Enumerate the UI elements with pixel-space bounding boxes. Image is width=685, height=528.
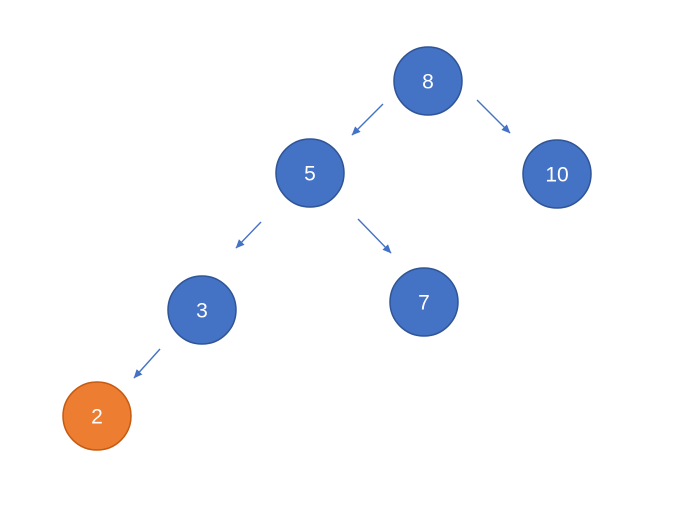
tree-node-5[interactable]: 5: [275, 138, 345, 208]
edge-arrow-8-5: [351, 103, 384, 136]
edge-arrow-5-7: [357, 218, 392, 254]
node-5-label: 5: [304, 163, 316, 186]
tree-node-8[interactable]: 8: [393, 46, 463, 116]
edge-arrow-8-10: [476, 99, 511, 134]
node-7-label: 7: [418, 292, 430, 315]
node-3-label: 3: [196, 300, 208, 323]
node-10-circle[interactable]: [522, 139, 592, 209]
node-5-circle[interactable]: [275, 138, 345, 208]
node-8-circle[interactable]: [393, 46, 463, 116]
tree-node-7[interactable]: 7: [389, 267, 459, 337]
node-2-circle[interactable]: [62, 381, 132, 451]
node-10-label: 10: [545, 164, 568, 187]
tree-node-3[interactable]: 3: [167, 275, 237, 345]
node-7-circle[interactable]: [389, 267, 459, 337]
edge-arrow-5-3: [235, 221, 262, 249]
tree-node-2[interactable]: 2: [62, 381, 132, 451]
edge-arrow-3-2: [133, 348, 161, 379]
node-3-circle[interactable]: [167, 275, 237, 345]
tree-node-10[interactable]: 10: [522, 139, 592, 209]
node-2-label: 2: [91, 406, 103, 429]
node-8-label: 8: [422, 71, 434, 94]
